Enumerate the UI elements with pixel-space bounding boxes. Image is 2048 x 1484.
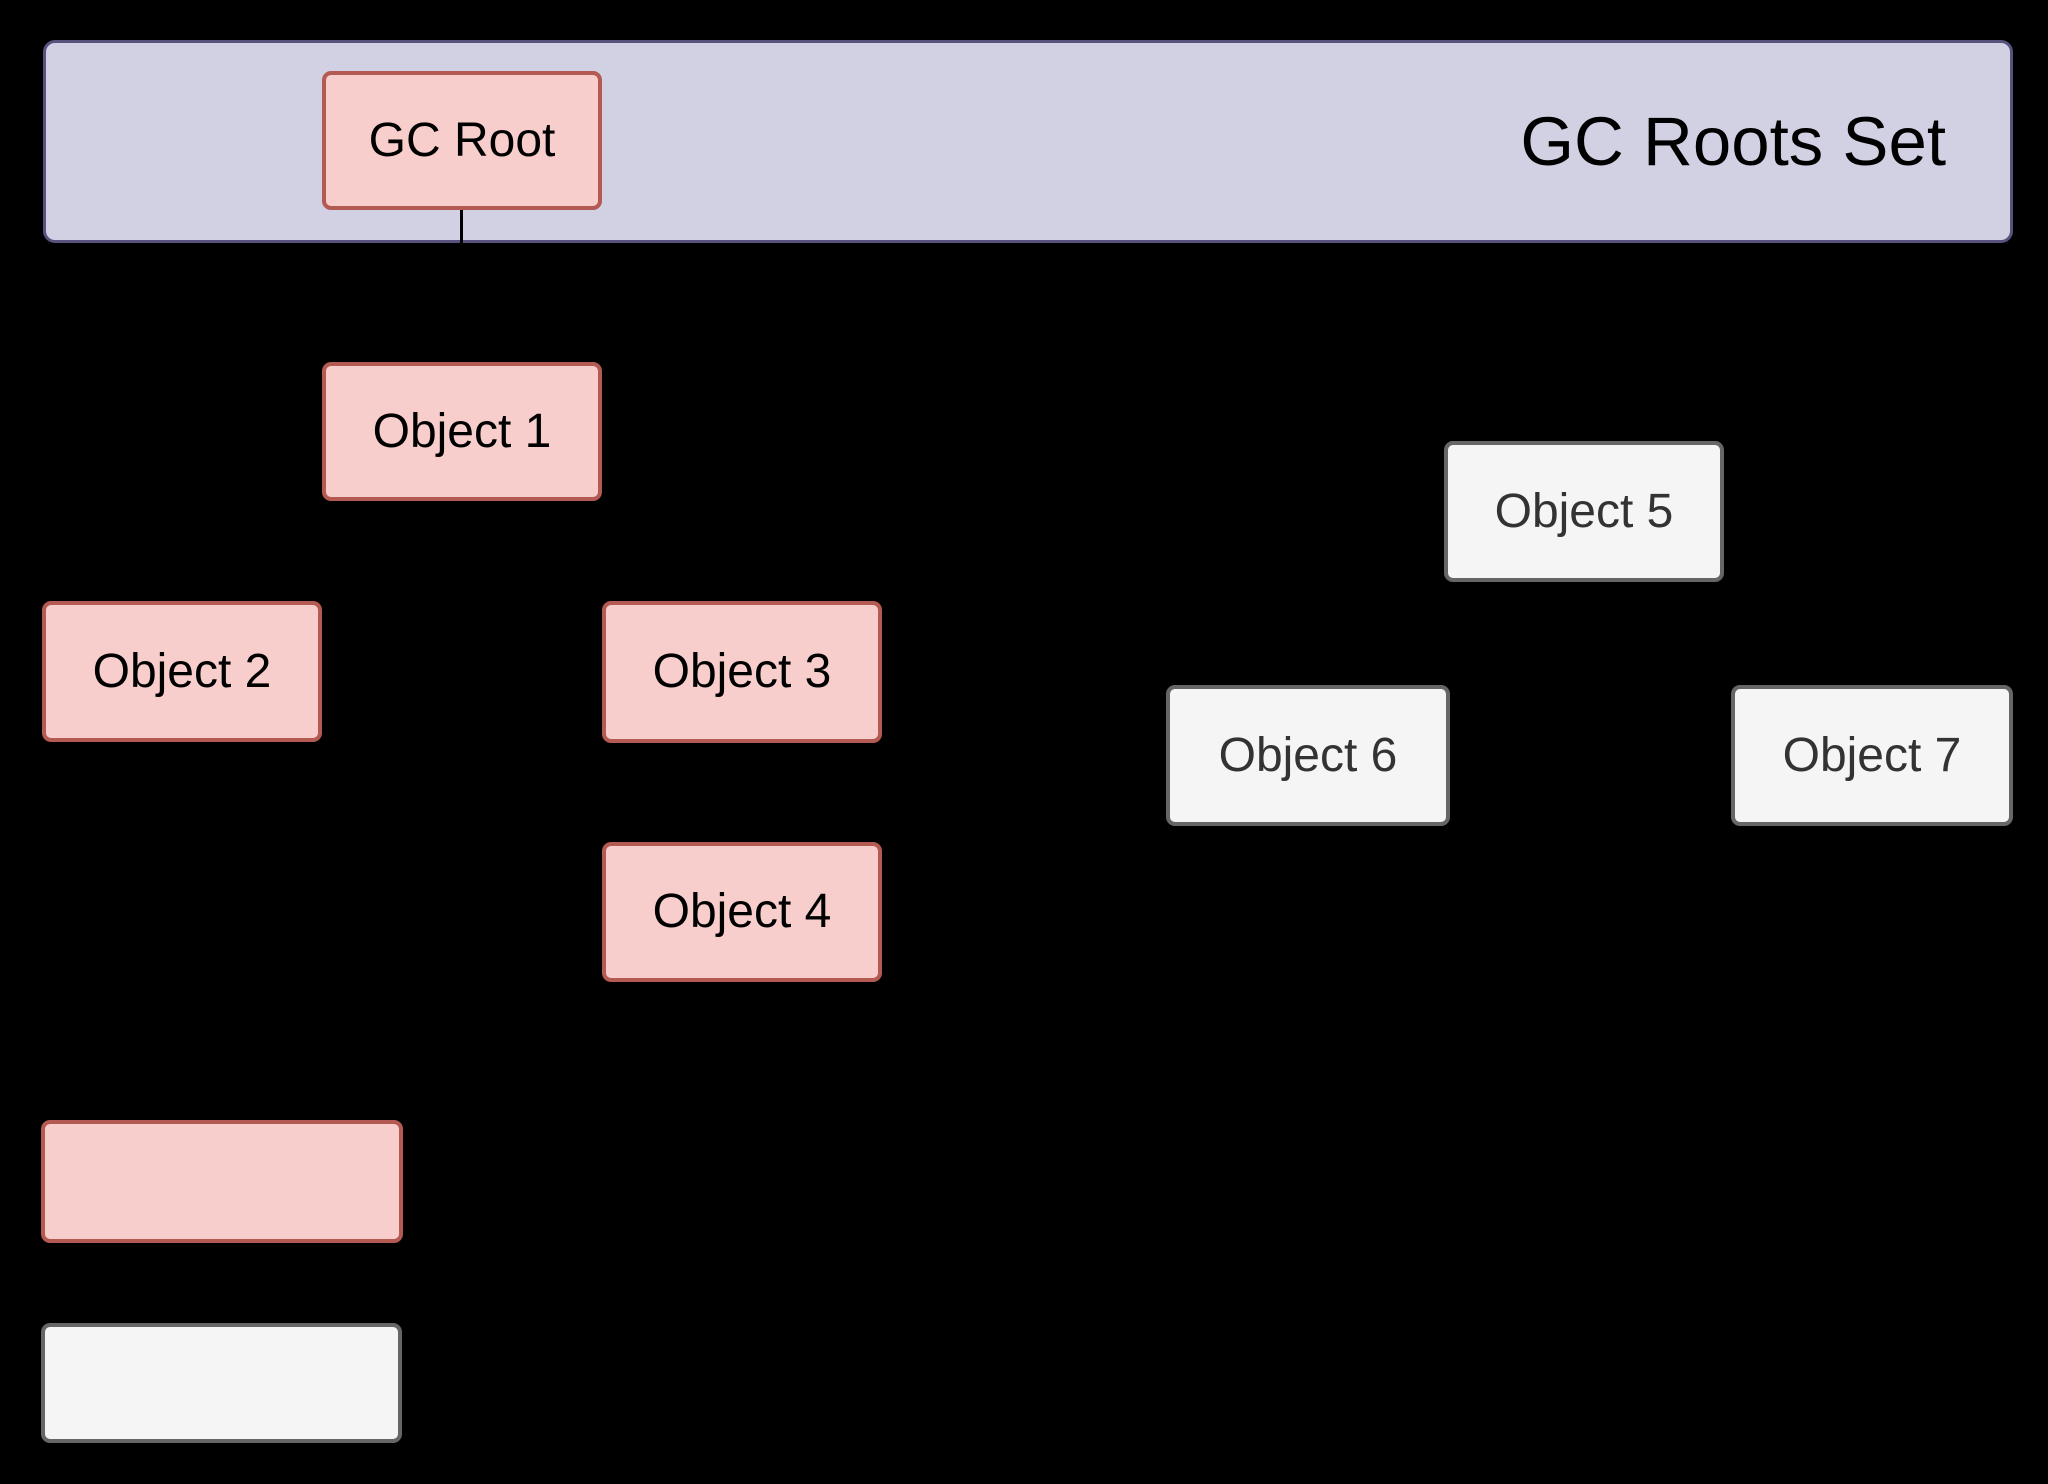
node-object-7: Object 7 [1731, 685, 2013, 826]
node-object-1: Object 1 [322, 362, 602, 501]
node-label: Object 3 [652, 645, 832, 698]
connector-gc-root-to-object1 [460, 205, 463, 365]
node-object-3: Object 3 [602, 601, 882, 743]
gc-roots-set-title: GC Roots Set [1520, 103, 1946, 180]
node-label: GC Root [368, 113, 556, 167]
legend-unreachable-swatch [41, 1323, 402, 1443]
node-label: Object 1 [372, 404, 552, 458]
node-object-5: Object 5 [1444, 441, 1724, 582]
node-gc-root: GC Root [322, 71, 602, 210]
node-label: Object 7 [1782, 728, 1962, 782]
node-label: Object 5 [1494, 484, 1674, 538]
node-label: Object 6 [1218, 728, 1398, 782]
node-object-4: Object 4 [602, 842, 882, 982]
legend-reachable-swatch [41, 1120, 403, 1243]
node-object-6: Object 6 [1166, 685, 1450, 826]
node-label: Object 2 [92, 644, 272, 698]
node-object-2: Object 2 [42, 601, 322, 742]
node-label: Object 4 [652, 885, 832, 938]
